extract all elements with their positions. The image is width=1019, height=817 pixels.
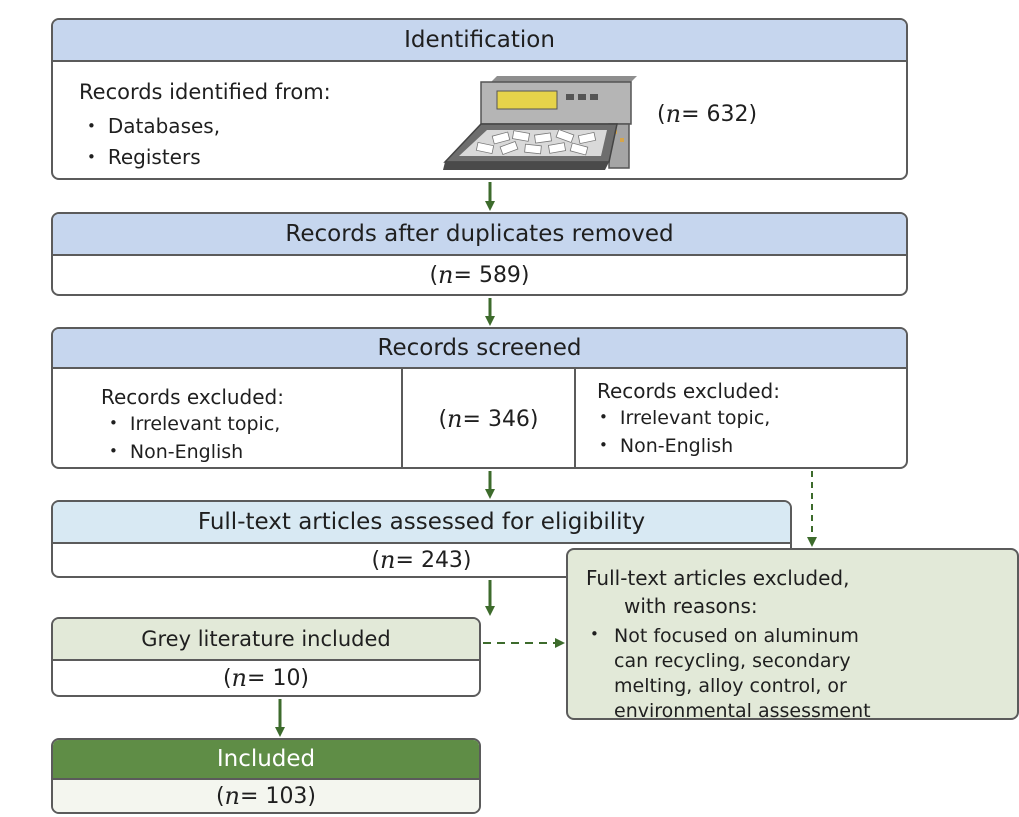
list-item: Irrelevant topic, <box>599 405 770 433</box>
excluded-reason-line: environmental assessment <box>614 700 871 720</box>
excluded-reason-line: can recycling, secondary <box>614 650 851 672</box>
screened-divider-left <box>401 369 403 467</box>
screened-left-lead: Records excluded: <box>101 385 284 409</box>
screened-box: Records screened Records excluded: Irrel… <box>51 327 908 469</box>
identification-title: Identification <box>404 27 555 53</box>
printer-tray-icon <box>443 76 637 170</box>
list-item: Irrelevant topic, <box>109 411 280 439</box>
included-header: Included <box>53 740 479 780</box>
list-item: Registers <box>87 143 220 174</box>
identification-header: Identification <box>53 20 906 62</box>
identification-lead: Records identified from: <box>79 80 331 104</box>
duplicates-box: Records after duplicates removed (n = 58… <box>51 212 908 296</box>
screened-right-list: Irrelevant topic, Non-English <box>599 405 770 461</box>
screened-count: (n = 346) <box>438 405 539 433</box>
identification-count: (n = 632) <box>657 100 758 128</box>
screened-right-lead: Records excluded: <box>597 379 780 403</box>
duplicates-count: (n = 589) <box>429 261 530 289</box>
included-count: (n = 103) <box>53 780 479 812</box>
list-item: Databases, <box>87 112 220 143</box>
excluded-title-line1: Full-text articles excluded, <box>586 566 850 590</box>
duplicates-header: Records after duplicates removed <box>53 214 906 256</box>
fulltext-box: Full-text articles assessed for eligibil… <box>51 500 792 578</box>
excluded-reasons: •Not focused on aluminum can recycling, … <box>590 624 871 720</box>
fulltext-header: Full-text articles assessed for eligibil… <box>53 502 790 544</box>
screened-left-list: Irrelevant topic, Non-English <box>109 411 280 467</box>
grey-box: Grey literature included (n = 10) <box>51 617 481 697</box>
screened-title: Records screened <box>377 335 582 361</box>
fulltext-title: Full-text articles assessed for eligibil… <box>197 509 646 535</box>
excluded-title-line2: with reasons: <box>624 594 758 618</box>
screened-divider-right <box>574 369 576 467</box>
grey-header: Grey literature included <box>53 619 479 661</box>
screened-header: Records screened <box>53 329 906 369</box>
fulltext-count: (n = 243) <box>371 546 472 574</box>
excluded-reason-line: •Not focused on aluminum <box>590 625 859 647</box>
list-item: Non-English <box>109 439 280 467</box>
list-item: Non-English <box>599 433 770 461</box>
excluded-reason-line: melting, alloy control, or <box>614 675 847 697</box>
identification-box: Identification Records identified from: … <box>51 18 908 180</box>
included-title: Included <box>216 746 316 772</box>
duplicates-title: Records after duplicates removed <box>285 221 674 247</box>
included-box: Included (n = 103) <box>51 738 481 814</box>
grey-count: (n = 10) <box>222 664 310 692</box>
excluded-fulltext-box: Full-text articles excluded, with reason… <box>566 548 1019 720</box>
grey-title: Grey literature included <box>141 627 391 651</box>
identification-list: Databases, Registers <box>87 112 220 174</box>
